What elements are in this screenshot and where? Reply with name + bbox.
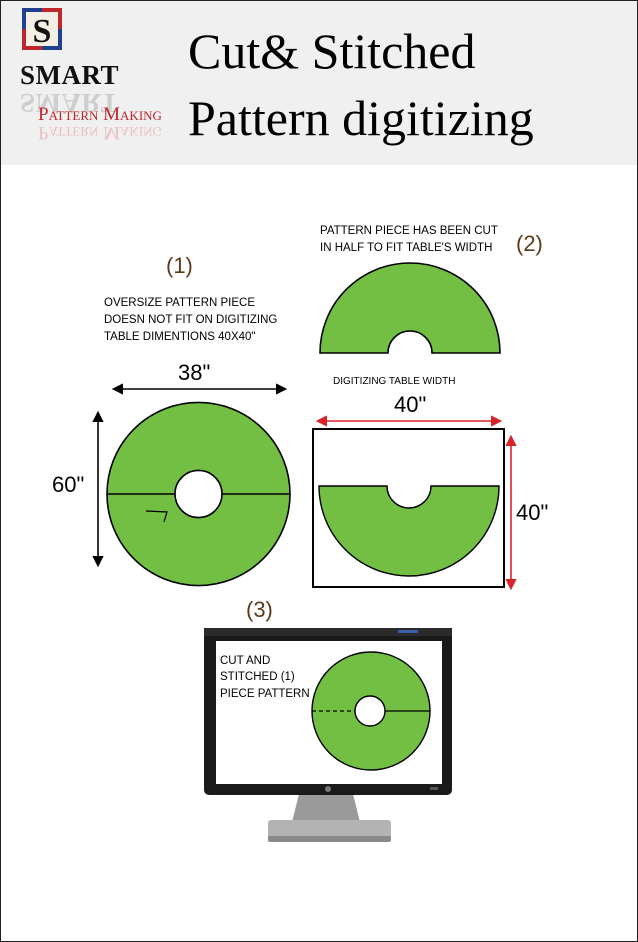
page-title-line1: Cut& Stitched <box>188 23 476 79</box>
step2-note-line1: PATTERN PIECE HAS BEEN CUT <box>320 225 498 237</box>
step1-note-line3: TABLE DIMENTIONS 40X40" <box>104 331 256 343</box>
step1-height-label: 60" <box>52 472 84 497</box>
step3-note-line3: PIECE PATTERN <box>220 688 310 700</box>
step1-width-label: 38" <box>178 360 210 385</box>
step2-width-label: 40" <box>394 392 426 417</box>
logo-monogram: S <box>33 13 52 50</box>
half-pattern-piece <box>319 262 501 354</box>
step1-number: (1) <box>166 253 193 278</box>
step1-note-line2: DOESN NOT FIT ON DIGITIZING <box>104 314 277 326</box>
logo-brand-text: SMART <box>20 60 120 90</box>
step1-note-line1: OVERSIZE PATTERN PIECE <box>104 297 255 309</box>
smart-logo-icon: S <box>22 8 62 50</box>
step2-note-line2: IN HALF TO FIT TABLE'S WIDTH <box>320 242 492 254</box>
step2-height-label: 40" <box>516 500 548 525</box>
step3-note-line2: STITCHED (1) <box>220 671 295 683</box>
logo-subbrand-text: Pattern Making <box>38 104 162 125</box>
step3-number: (3) <box>246 597 273 622</box>
step3-note-line1: CUT AND <box>220 655 270 667</box>
half-pattern-on-table <box>318 485 500 577</box>
oversize-pattern-piece <box>106 401 291 587</box>
header-banner <box>1 1 637 165</box>
stitched-pattern-piece <box>311 651 431 771</box>
step2-number: (2) <box>516 231 543 256</box>
step2-table-caption: DIGITIZING TABLE WIDTH <box>333 376 455 387</box>
page-title-line2: Pattern digitizing <box>188 90 534 146</box>
